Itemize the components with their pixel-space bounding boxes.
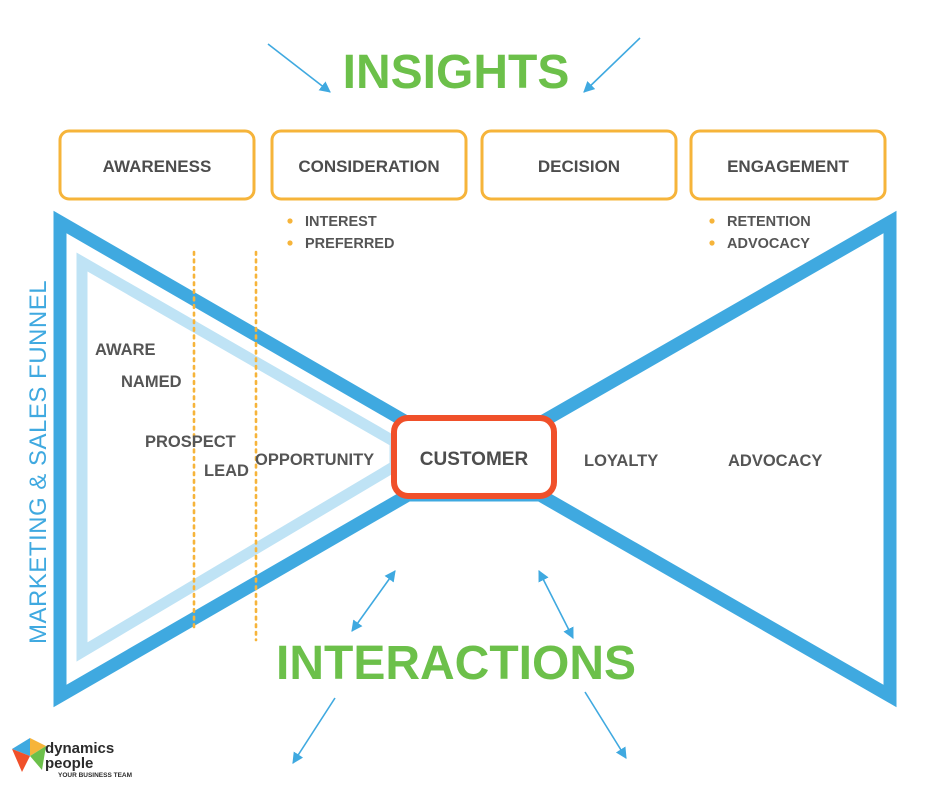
insight-arrow-right — [583, 37, 641, 93]
stage-consideration: CONSIDERATION — [270, 129, 468, 201]
stage-awareness: AWARENESS — [58, 129, 256, 201]
interaction-arrow-left-double — [351, 570, 396, 632]
interaction-arrow-right-down — [584, 691, 627, 759]
dynamics-people-logo: dynamics people YOUR BUSINESS TEAM — [12, 738, 132, 779]
stage-awareness-label: AWARENESS — [103, 157, 212, 176]
stage-engagement: ENGAGEMENT — [689, 129, 887, 201]
interactions-heading: INTERACTIONS — [276, 637, 636, 690]
funnel-label-named: NAMED — [121, 373, 182, 391]
insights-heading: INSIGHTS — [343, 46, 570, 99]
funnel-label-lead: LEAD — [204, 462, 249, 480]
insight-arrow-left — [267, 43, 331, 93]
logo-line1: dynamics — [45, 740, 114, 757]
logo-line2: people — [45, 755, 93, 772]
interaction-arrow-left-down — [292, 697, 336, 764]
funnel-label-advocacy: ADVOCACY — [728, 452, 822, 470]
stage-decision: DECISION — [480, 129, 678, 201]
bullet-dot — [709, 240, 715, 246]
customer-box — [391, 415, 557, 499]
bullet-interest: INTEREST — [305, 214, 377, 230]
marketing-sales-funnel-title: MARKETING & SALES FUNNEL — [25, 280, 52, 644]
customer-label: CUSTOMER — [420, 449, 529, 470]
logo-pinwheel-icon — [12, 738, 46, 772]
stage-consideration-label: CONSIDERATION — [298, 157, 439, 176]
bullet-dot — [287, 218, 293, 224]
interaction-arrow-right-double — [538, 570, 574, 639]
bullet-advocacy: ADVOCACY — [727, 236, 810, 252]
bullet-dot — [287, 240, 293, 246]
funnel-label-loyalty: LOYALTY — [584, 452, 658, 470]
bullet-retention: RETENTION — [727, 214, 811, 230]
stage-engagement-label: ENGAGEMENT — [727, 157, 849, 176]
bullet-preferred: PREFERRED — [305, 236, 394, 252]
funnel-label-prospect: PROSPECT — [145, 433, 236, 451]
logo-tagline: YOUR BUSINESS TEAM — [58, 772, 132, 779]
funnel-label-aware: AWARE — [95, 341, 156, 359]
funnel-label-opportunity: OPPORTUNITY — [255, 451, 374, 469]
stage-decision-label: DECISION — [538, 157, 620, 176]
bullet-dot — [709, 218, 715, 224]
